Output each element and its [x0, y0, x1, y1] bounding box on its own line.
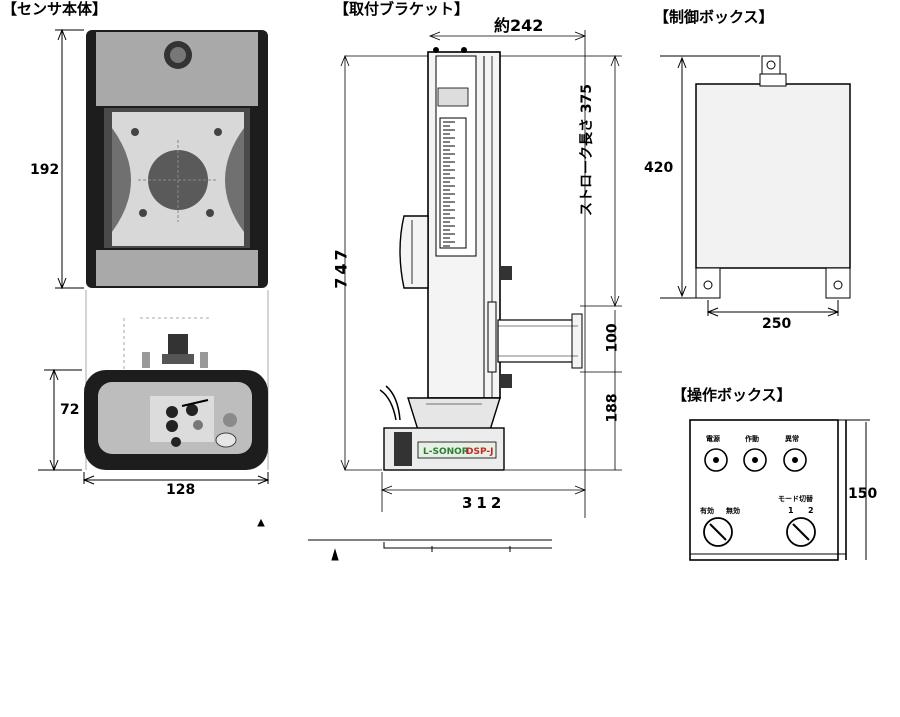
mode-switch-label: モード切替 — [778, 495, 813, 503]
bracket-base-width-label: 312 — [462, 494, 506, 512]
operation-box-title: 【操作ボックス】 — [672, 386, 792, 404]
column-scale — [443, 121, 455, 247]
sensor-base-side-view — [84, 370, 268, 470]
operation-height-label: 150 — [848, 486, 878, 502]
sensor-base-height-label: 72 — [60, 402, 80, 418]
control-height-label: 420 — [644, 160, 674, 176]
operation-box-drawing — [689, 419, 870, 561]
sensor-height-dimension — [55, 28, 84, 290]
base-model-label: DSP-J — [466, 447, 493, 457]
switch-on-label: 有効 — [700, 507, 714, 515]
bracket-base: L-SONOR DSP-J — [379, 385, 505, 471]
sensor-body-title: 【センサ本体】 — [2, 0, 108, 18]
switch-off-label: 無効 — [726, 507, 740, 515]
bracket-clamp — [487, 301, 583, 373]
base-brand-label: L-SONOR — [423, 447, 469, 457]
mode-position-1: 1 — [788, 506, 794, 515]
control-box-title: 【制御ボックス】 — [654, 8, 774, 26]
stroke-length-label: ストローク長さ 375 — [579, 83, 596, 217]
bracket-lower-fragment — [308, 539, 552, 561]
bracket-sensor-mount — [399, 215, 512, 388]
sensor-connector — [85, 290, 269, 470]
bracket-width-label: 約242 — [494, 16, 544, 35]
sensor-width-label: 128 — [166, 482, 196, 498]
run-lamp-label: 作動 — [745, 435, 759, 443]
bracket-height-label: 747 — [331, 246, 351, 289]
sensor-body-front-view — [86, 30, 268, 288]
control-box-drawing — [695, 55, 851, 299]
error-lamp-label: 異常 — [785, 435, 799, 443]
base-offset-label: 188 — [604, 393, 621, 423]
power-lamp-label: 電源 — [706, 435, 720, 443]
sensor-base-dimensions — [38, 368, 270, 527]
control-width-label: 250 — [762, 316, 792, 332]
sensor-height-label: 192 — [30, 162, 60, 178]
bracket-outline-dimensions — [340, 30, 622, 518]
control-box-dimensions — [660, 55, 840, 317]
mode-position-2: 2 — [808, 506, 814, 515]
clamp-height-label: 100 — [604, 323, 621, 353]
bracket-title: 【取付ブラケット】 — [334, 0, 470, 18]
